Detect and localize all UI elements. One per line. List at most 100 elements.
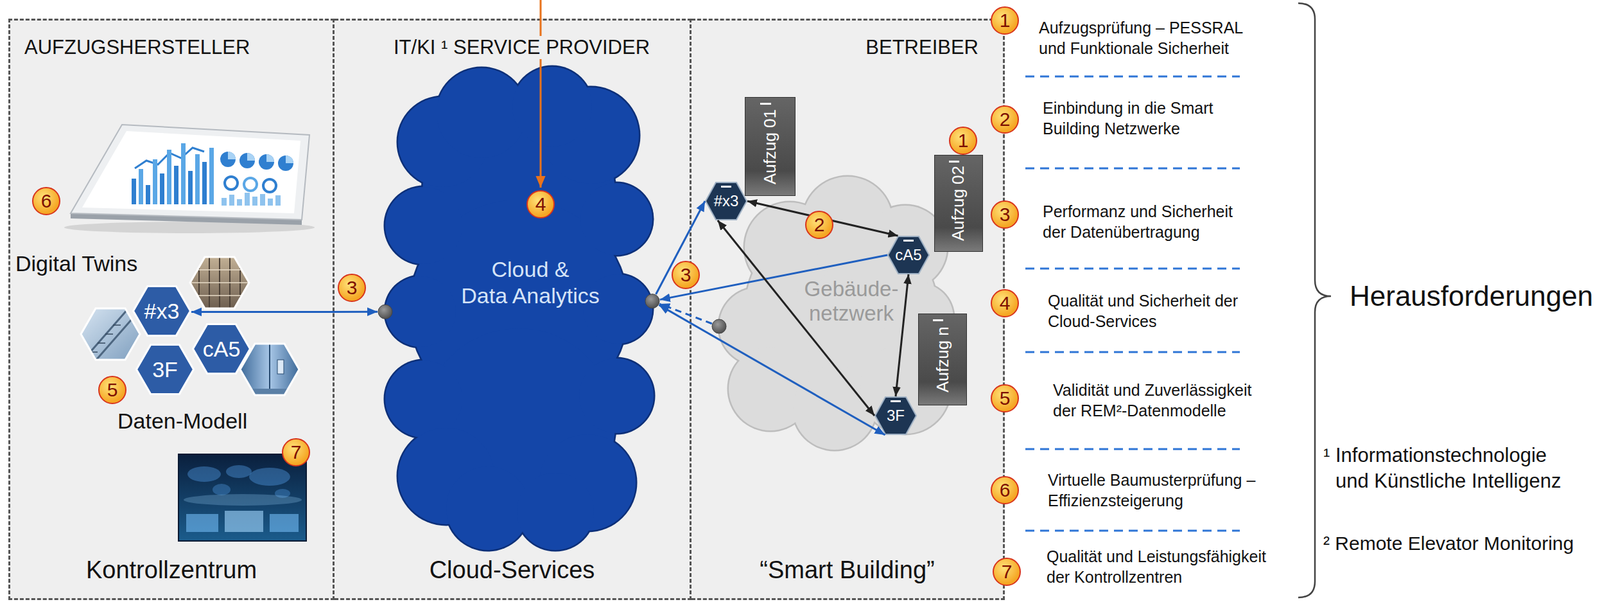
hexagon-outline: [193, 324, 251, 374]
tablet-illustration: [220, 151, 294, 192]
separator-line: [1025, 267, 1240, 270]
control-center-picture: [178, 453, 307, 541]
control-center-picture: [226, 464, 252, 478]
twin-picture: [96, 308, 142, 360]
group-label: Digital Twins: [15, 249, 138, 278]
tablet-illustration: [131, 178, 137, 205]
twin-picture: [269, 343, 271, 395]
tablet-illustration: [266, 154, 275, 162]
panel-heading: AUFZUGSHERSTELLER: [22, 35, 252, 60]
curly-brace: [1298, 3, 1331, 598]
label-slot: 4: [526, 190, 555, 219]
elevator-mark: [932, 319, 944, 322]
elevator-box: Aufzug 02: [934, 154, 983, 252]
panel-ground: [8, 18, 1005, 600]
separator-line: [1025, 167, 1240, 170]
tablet-illustration: [263, 179, 277, 192]
tablet-illustration: [188, 170, 193, 205]
label-slot: Aufzugsprüfung – PESSRAL und Funktionale…: [1038, 17, 1270, 60]
company-panel: IT/KI ¹ SERVICE PROVIDERCloud-ServicesCl…: [334, 18, 692, 600]
footnote: ¹ Informationstechnologie und Künstliche…: [1323, 442, 1577, 495]
cloud-fill: [385, 66, 654, 550]
callout-number: 2: [990, 105, 1019, 134]
label-slot: Virtuelle Baumusterprüfung – Effizienzst…: [1047, 469, 1279, 512]
label-slot: 2: [990, 105, 1019, 134]
cloud-fill: [580, 182, 653, 255]
label-slot: Qualität und Leistungsfähigkeit der Kont…: [1046, 545, 1288, 588]
challenge-text: Performanz und Sicherheit der Datenübert…: [1042, 200, 1255, 243]
text-slot: 3F: [874, 396, 917, 435]
group-label: Daten-Modell: [117, 406, 248, 435]
text-slot: “Smart Building”: [691, 556, 1003, 584]
twin-picture: [277, 359, 284, 374]
cloud-shape: Cloud & Data Analytics: [385, 64, 653, 550]
tablet-illustration: [131, 143, 214, 205]
panel-caption: “Smart Building”: [691, 556, 1003, 584]
label-slot: 6: [32, 186, 61, 216]
control-center-picture: [186, 513, 219, 532]
label-slot: 3: [671, 260, 700, 289]
label-slot: 6: [990, 475, 1019, 505]
elevator-label: Aufzug 02: [948, 165, 969, 241]
callout-number: 2: [805, 210, 834, 239]
label-slot: 4: [990, 288, 1019, 318]
controller-hexagon: cA5: [887, 235, 930, 275]
callout-number: 5: [990, 383, 1019, 413]
text-slot: #x3: [132, 285, 192, 337]
label-slot: 2: [805, 210, 834, 239]
panel-caption: Cloud-Services: [334, 556, 690, 584]
callout-number: 3: [990, 200, 1019, 229]
label-slot: 7: [281, 437, 311, 467]
text-slot: Aufzug 01: [745, 97, 795, 196]
tablet-illustration: [243, 177, 257, 191]
tablet-illustration: [247, 152, 255, 161]
twin-picture: [190, 269, 250, 271]
label-slot: Validität und Zuverlässigkeit der REM²-D…: [1052, 379, 1275, 422]
elevator-label: Aufzug 01: [760, 108, 781, 184]
network-cloud: Gebäude- netzwerk: [719, 170, 955, 451]
brace-title: Herausforderungen: [1349, 277, 1593, 314]
twin-picture: [89, 324, 121, 352]
digital-twin-hexagon: 3F: [135, 343, 195, 395]
challenge-text: Qualität und Sicherheit der Cloud-Servic…: [1047, 290, 1260, 332]
tablet-illustration: [64, 124, 315, 234]
hexagon-label: cA5: [202, 336, 241, 362]
text-slot: Aufzug n: [918, 313, 967, 405]
separator-line: [1025, 448, 1240, 451]
twin-picture: [190, 269, 250, 296]
tablet-illustration: [220, 151, 236, 167]
callout-number: 1: [990, 6, 1019, 35]
label-slot: Qualität und Sicherheit der Cloud-Servic…: [1047, 290, 1260, 332]
tablet-illustration: [258, 154, 275, 170]
cloud-outline: [383, 65, 656, 552]
label-slot: ¹ Informationstechnologie und Künstliche…: [1323, 442, 1577, 495]
text-slot: 3F: [135, 343, 195, 395]
callout-number: 7: [992, 557, 1021, 586]
cloud-fill: [516, 472, 594, 550]
panel-caption: Kontrollzentrum: [10, 556, 333, 584]
connector-arrow: [659, 303, 713, 324]
challenge-text: Einbindung in die Smart Building Netzwer…: [1042, 97, 1261, 140]
callout-number: 4: [990, 288, 1019, 318]
hexagon-label: 3F: [152, 356, 178, 383]
control-center-picture: [249, 467, 291, 486]
tablet-illustration: [236, 199, 243, 206]
callout-number: 6: [32, 186, 61, 216]
hexagon-outline: [136, 344, 194, 395]
tablet-illustration: [82, 130, 301, 214]
text-slot: AUFZUGSHERSTELLER: [22, 35, 252, 60]
controller-hexagon: 3F: [874, 396, 917, 435]
label-slot: 3: [990, 200, 1019, 229]
cloud-fill: [579, 358, 654, 433]
label-slot: 7: [992, 557, 1021, 586]
tablet-illustration: [278, 155, 294, 171]
tablet-illustration: [252, 196, 258, 206]
text-slot: Kontrollzentrum: [10, 556, 333, 584]
control-center-picture: [178, 453, 307, 541]
hexagon-outline: [705, 182, 747, 220]
twin-picture: [190, 294, 250, 296]
callout-number: 5: [98, 375, 127, 404]
control-center-picture: [183, 493, 302, 506]
callout-number: 4: [526, 190, 555, 219]
tablet-illustration: [285, 155, 294, 164]
